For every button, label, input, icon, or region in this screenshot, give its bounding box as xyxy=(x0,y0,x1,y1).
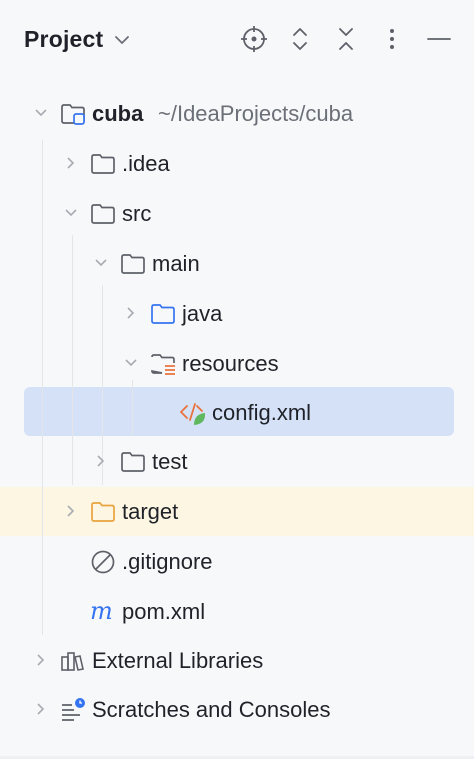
tree-item-resources[interactable]: resources xyxy=(0,340,474,388)
tree-item-path: ~/IdeaProjects/cuba xyxy=(158,101,354,126)
tree-item-src[interactable]: src xyxy=(0,190,474,238)
more-icon[interactable] xyxy=(377,24,407,54)
excluded-folder-icon xyxy=(91,502,115,522)
chevron-down-icon[interactable] xyxy=(64,206,78,220)
indent-guide xyxy=(72,235,73,485)
ignore-file-icon xyxy=(91,550,115,574)
chevron-down-icon[interactable] xyxy=(34,106,48,120)
tree-item-scratches[interactable]: Scratches and Consoles xyxy=(0,686,474,734)
tree-item-gitignore[interactable]: .gitignore xyxy=(0,538,474,586)
tree-item-external-libraries[interactable]: External Libraries xyxy=(0,637,474,685)
scratches-icon xyxy=(62,698,85,721)
tree-item-cuba[interactable]: cuba ~/IdeaProjects/cuba xyxy=(0,90,474,138)
tree-item-label: .idea xyxy=(122,151,170,176)
maven-icon: m xyxy=(90,599,113,625)
indent-guide xyxy=(102,285,103,485)
tree-item-label: src xyxy=(122,201,152,226)
tree-item-config-xml[interactable]: config.xml xyxy=(0,389,474,437)
tree-item-label: resources xyxy=(182,351,279,376)
tree-item-label: test xyxy=(152,449,188,474)
tree-item-label: cuba xyxy=(92,101,144,126)
folder-icon xyxy=(121,452,145,472)
expand-collapse-icon[interactable] xyxy=(285,24,315,54)
minimize-icon[interactable] xyxy=(424,24,454,54)
chevron-right-icon[interactable] xyxy=(64,504,78,518)
tree-item-main[interactable]: main xyxy=(0,240,474,288)
locate-icon[interactable] xyxy=(239,24,269,54)
collapse-all-icon[interactable] xyxy=(331,24,361,54)
tree-item-test[interactable]: test xyxy=(0,438,474,486)
chevron-right-icon[interactable] xyxy=(64,156,78,170)
library-icon xyxy=(61,652,84,671)
chevron-down-icon[interactable] xyxy=(124,356,138,370)
selected-row-highlight xyxy=(24,387,454,436)
chevron-right-icon[interactable] xyxy=(34,653,48,667)
tree-item-label: Scratches and Consoles xyxy=(92,697,331,722)
chevron-right-icon[interactable] xyxy=(34,702,48,716)
indent-guide xyxy=(132,380,133,435)
source-folder-icon xyxy=(151,304,175,324)
tree-item-label: External Libraries xyxy=(92,648,264,673)
folder-icon xyxy=(91,154,115,174)
tree-item-label: main xyxy=(152,251,200,276)
tree-item-java[interactable]: java xyxy=(0,290,474,338)
chevron-right-icon[interactable] xyxy=(124,306,138,320)
indent-guide xyxy=(42,140,43,635)
tree-item-target[interactable]: target xyxy=(0,488,474,536)
tree-item-label: config.xml xyxy=(212,400,312,425)
folder-icon xyxy=(91,204,115,224)
svg-text:m: m xyxy=(90,599,113,625)
tree-item-label: .gitignore xyxy=(122,549,213,574)
panel-bottom-border xyxy=(0,756,474,759)
chevron-down-icon[interactable] xyxy=(94,256,108,270)
spring-xml-file-icon xyxy=(180,403,206,425)
project-view-title[interactable]: Project xyxy=(24,26,104,52)
tree-item-label: java xyxy=(182,301,223,326)
tree-item-idea[interactable]: .idea xyxy=(0,140,474,188)
project-toolbar: Project xyxy=(0,0,474,80)
tree-item-label: target xyxy=(122,499,179,524)
tree-item-pom-xml[interactable]: m pom.xml xyxy=(0,588,474,636)
chevron-right-icon[interactable] xyxy=(94,454,108,468)
chevron-down-icon[interactable] xyxy=(112,30,132,50)
module-folder-icon xyxy=(61,104,85,125)
tree-item-label: pom.xml xyxy=(122,599,206,624)
excluded-row-highlight xyxy=(0,487,474,536)
folder-icon xyxy=(121,254,145,274)
resources-folder-icon xyxy=(151,354,175,375)
